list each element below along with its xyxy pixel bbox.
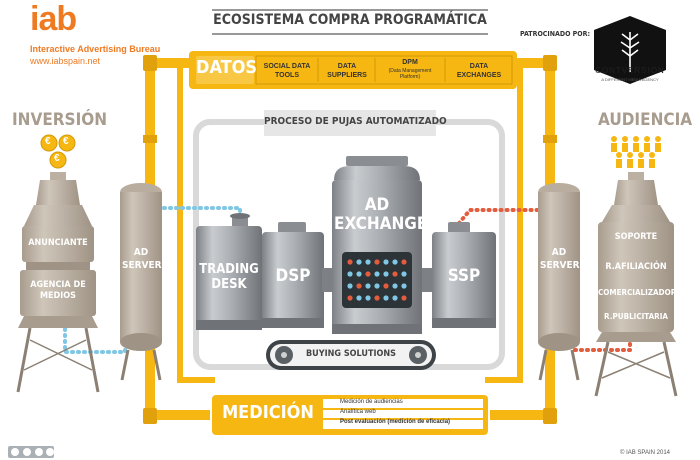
- exchange-dot: [365, 259, 371, 265]
- exchange-dot: [392, 283, 398, 289]
- medicion-item-analitica: Analítica web: [340, 409, 376, 415]
- pipe-joints: [143, 55, 557, 424]
- exchange-dot: [383, 259, 389, 265]
- exchange-dot: [365, 283, 371, 289]
- ad-exchange-machine: [332, 156, 422, 334]
- soporte-label: SOPORTE: [614, 232, 658, 242]
- org-name: Interactive Advertising Bureau: [30, 44, 161, 54]
- dsp-label: DSP: [275, 266, 311, 286]
- medicion-label: MEDICIÓN: [222, 402, 314, 423]
- creative-commons-icons: [8, 446, 54, 458]
- medicion-item-post-evaluacion: Post evaluación (medición de eficacia): [340, 419, 451, 425]
- buying-solutions-conveyor: [266, 340, 436, 370]
- euro-coin-icon-2: €: [63, 136, 69, 147]
- left-water-tower: [16, 134, 100, 393]
- datos-item-data-suppliers: DATA SUPPLIERS: [327, 63, 367, 79]
- process-label-box: [264, 110, 436, 136]
- proceso-de-pujas-label: PROCESO DE PUJAS AUTOMATIZADO: [264, 116, 447, 127]
- agencia-de-medios-label: AGENCIA DE MEDIOS: [30, 280, 86, 301]
- dsp-machine: [262, 222, 324, 328]
- datos-item-dpm: DPM: [402, 59, 418, 66]
- left-ad-server-tank: [120, 183, 162, 381]
- exchange-dot: [383, 271, 389, 277]
- exchange-dot: [347, 259, 353, 265]
- exchange-dot: [347, 271, 353, 277]
- ssp-label: SSP: [447, 266, 481, 286]
- footer-copyright: © IAB SPAIN 2014: [620, 450, 671, 456]
- sponsor-label: PATROCINADO POR:: [520, 30, 591, 38]
- exchange-dot: [365, 271, 371, 277]
- medicion-item-audiencias: Medición de audiencias: [340, 399, 403, 405]
- right-ad-server-label: AD SERVER: [540, 247, 580, 271]
- exchange-dot: [374, 283, 380, 289]
- exchange-dot: [347, 283, 353, 289]
- exchange-ssp-connector: [420, 268, 432, 292]
- audience-people-icons: [611, 136, 661, 168]
- exchange-dot: [374, 259, 380, 265]
- website-link[interactable]: www.iabspain.net: [30, 56, 101, 66]
- comercializadora-label: COMERCIALIZADORA: [598, 288, 682, 297]
- page-title: ECOSISTEMA COMPRA PROGRAMÁTICA: [213, 12, 487, 28]
- exchange-dot: [374, 295, 380, 301]
- exchange-dot: [383, 283, 389, 289]
- exchange-dot: [347, 295, 353, 301]
- exchange-matrix-dots: [347, 259, 407, 301]
- exchange-dot: [383, 295, 389, 301]
- exchange-dot: [401, 259, 407, 265]
- exchange-dot: [401, 283, 407, 289]
- dsp-exchange-connector: [322, 268, 334, 292]
- right-ad-server-tank: [538, 183, 580, 381]
- ssp-machine: [432, 222, 496, 328]
- datos-label: DATOS: [196, 57, 258, 78]
- anunciante-label: ANUNCIANTE: [28, 238, 88, 248]
- exchange-dot: [401, 271, 407, 277]
- left-ad-server-label: AD SERVER: [122, 247, 162, 271]
- r-publicitaria-label: R.PUBLICITARIA: [604, 312, 668, 321]
- exchange-dot: [392, 271, 398, 277]
- exchange-dot: [392, 259, 398, 265]
- audiencia-heading: AUDIENCIA: [598, 110, 693, 130]
- buying-solutions-label: BUYING SOLUTIONS: [305, 349, 396, 359]
- sponsor-logo: [594, 16, 666, 84]
- exchange-dot: [356, 259, 362, 265]
- datos-banner: [189, 51, 517, 89]
- medicion-banner: [212, 395, 488, 435]
- sponsor-name[interactable]: CONTVERSION: [595, 66, 665, 75]
- euro-coin-icon-3: €: [54, 153, 60, 164]
- datos-item-social-data-tools: SOCIAL DATA TOOLS: [263, 63, 311, 79]
- exchange-dot: [401, 295, 407, 301]
- exchange-dot: [356, 271, 362, 277]
- right-water-tower: [594, 136, 678, 397]
- exchange-dot: [365, 295, 371, 301]
- trading-desk-machine: [196, 213, 262, 330]
- iab-logo[interactable]: iab: [30, 0, 77, 38]
- trading-desk-label: TRADING DESK: [199, 262, 259, 292]
- inversion-heading: INVERSIÓN: [12, 110, 108, 130]
- datos-item-dpm-subtitle: (Data Management Platform): [388, 68, 432, 80]
- euro-coin-icon-1: €: [45, 136, 51, 147]
- ad-exchange-label: AD EXCHANGE: [334, 195, 428, 234]
- exchange-dot: [392, 295, 398, 301]
- exchange-dot: [356, 295, 362, 301]
- datos-item-data-exchanges: DATA EXCHANGES: [456, 63, 502, 79]
- r-afiliacion-label: R.AFILIACIÓN: [605, 262, 667, 272]
- exchange-dot: [356, 283, 362, 289]
- sponsor-tagline: A DIFFERENT MEDIA AGENCY: [601, 77, 659, 82]
- exchange-dot: [374, 271, 380, 277]
